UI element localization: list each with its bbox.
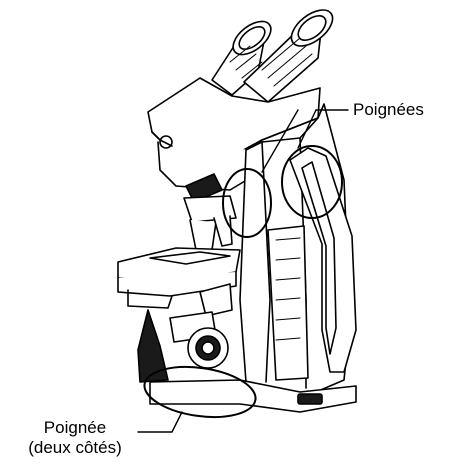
eyepieces [212,3,339,102]
bottom-handle-label: Poignée (deux côtés) [16,418,134,458]
handles-label: Poignées [353,100,424,120]
bottom-handle-label-line1: Poignée [16,418,134,438]
bottom-handle-label-line2: (deux côtés) [16,438,134,458]
stage [118,248,240,316]
side-panel [268,226,308,380]
